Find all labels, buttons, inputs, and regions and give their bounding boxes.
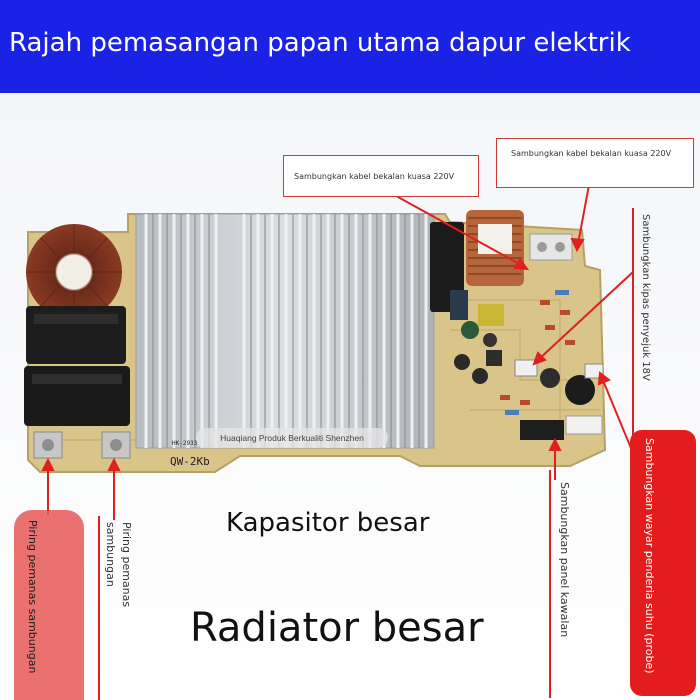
coil-right-line — [98, 516, 100, 700]
label-power-cable-right: Sambungkan kabel bekalan kuasa 220V — [496, 138, 694, 188]
label-control-panel: Sambungkan panel kawalan — [558, 482, 571, 638]
label-coil-plate-right: Piring pemanas sambungan — [104, 522, 133, 608]
board-part-silk: HK-2933 — [172, 440, 198, 447]
caption-capacitor: Kapasitor besar — [226, 508, 430, 538]
label-temp-probe: Sambungkan wayar penderia suhu (probe) — [643, 438, 656, 674]
coil-label-left-bg — [14, 510, 84, 700]
probe-label-bg — [630, 430, 696, 696]
watermark-text: Huaqiang Produk Berkualiti Shenzhen — [196, 428, 388, 448]
title-banner: Rajah pemasangan papan utama dapur elekt… — [0, 0, 700, 93]
page-title: Rajah pemasangan papan utama dapur elekt… — [9, 28, 631, 58]
board-model-silk: QW-2Kb — [170, 455, 210, 468]
label-fan-18v: Sambungkan kipas penyejuk 18V — [640, 214, 651, 381]
label-coil-plate-left: Piring pemanas sambungan — [26, 520, 39, 674]
label-power-cable-left: Sambungkan kabel bekalan kuasa 220V — [283, 155, 479, 197]
label-fan-frame — [632, 208, 666, 472]
control-panel-line — [549, 470, 551, 698]
caption-radiator: Radiator besar — [190, 605, 484, 651]
